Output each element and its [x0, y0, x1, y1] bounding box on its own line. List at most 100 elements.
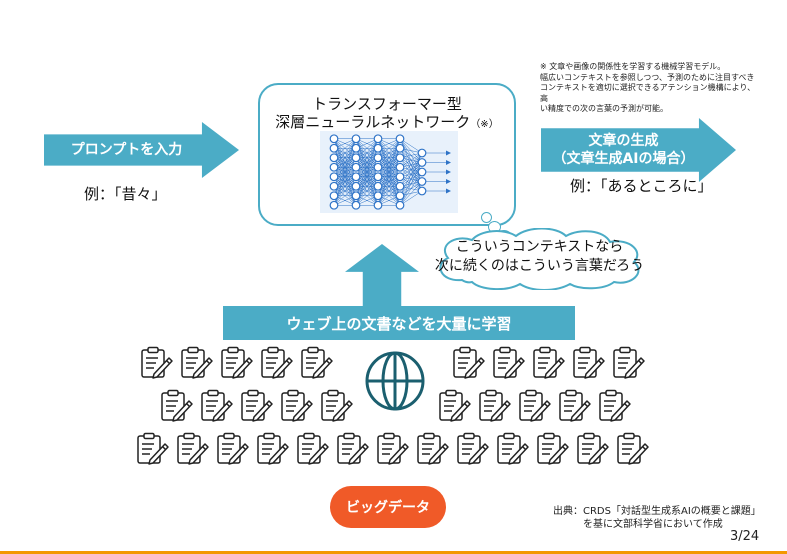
nn-node — [329, 134, 339, 144]
clipboard-pencil-icon — [518, 389, 552, 422]
nn-node — [395, 153, 405, 163]
nn-node — [351, 200, 361, 210]
slide-top-border — [0, 0, 787, 3]
clipboard-pencil-icon — [176, 432, 210, 465]
clipboard-pencil-icon — [320, 389, 354, 422]
clipboard-pencil-icon — [558, 389, 592, 422]
nn-node — [395, 181, 405, 191]
clipboard-pencil-icon — [200, 389, 234, 422]
nn-node — [329, 181, 339, 191]
source-line1: 出典：CRDS「対話型生成系AIの概要と課題」 — [553, 506, 761, 517]
footnote-line4: い精度での次の言葉の予測が可能。 — [540, 104, 668, 113]
document-row-1-left — [140, 346, 340, 379]
clipboard-pencil-icon — [492, 346, 526, 379]
document-row-3 — [136, 432, 656, 465]
clipboard-pencil-icon — [140, 346, 174, 379]
clipboard-pencil-icon — [336, 432, 370, 465]
nn-node — [417, 186, 427, 196]
nn-title-line2: 深層ニューラルネットワーク（※） — [260, 111, 514, 132]
clipboard-pencil-icon — [300, 346, 334, 379]
document-row-2-left — [160, 389, 360, 422]
nn-node — [329, 143, 339, 153]
big-data-label: ビッグデータ — [346, 500, 430, 516]
clipboard-pencil-icon — [240, 389, 274, 422]
clipboard-pencil-icon — [180, 346, 214, 379]
nn-node — [351, 143, 361, 153]
clipboard-pencil-icon — [416, 432, 450, 465]
neural-network-icon — [320, 131, 458, 213]
document-row-2-right — [438, 389, 638, 422]
thought-cloud — [439, 228, 640, 290]
document-row-1-right — [452, 346, 652, 379]
nn-node — [329, 172, 339, 182]
clipboard-pencil-icon — [572, 346, 606, 379]
text-generation-sublabel: （文章生成AIの場合） — [552, 151, 695, 167]
prompt-input-arrow: プロンプトを入力 — [44, 122, 239, 178]
nn-node — [329, 153, 339, 163]
clipboard-pencil-icon — [532, 346, 566, 379]
clipboard-pencil-icon — [216, 432, 250, 465]
nn-node — [351, 172, 361, 182]
big-data-badge: ビッグデータ — [330, 486, 446, 528]
clipboard-pencil-icon — [576, 432, 610, 465]
nn-node — [395, 134, 405, 144]
thought-line1: こういうコンテキストなら — [455, 239, 624, 255]
footnote-line3: コンテキストを適切に選択できるアテンション機構により、高 — [540, 83, 756, 103]
clipboard-pencil-icon — [536, 432, 570, 465]
footnote-line2: 幅広いコンテキストを参照しつつ、予測のために注目すべき — [540, 72, 755, 82]
thought-line2: 次に続くのはこういう言葉だろう — [434, 258, 645, 274]
clipboard-pencil-icon — [478, 389, 512, 422]
nn-title-text: 深層ニューラルネットワーク — [275, 113, 471, 131]
nn-node — [373, 191, 383, 201]
nn-node — [351, 191, 361, 201]
text-generation-label: 文章の生成 — [588, 133, 659, 149]
nn-node — [373, 134, 383, 144]
nn-node — [329, 200, 339, 210]
clipboard-pencil-icon — [280, 389, 314, 422]
clipboard-pencil-icon — [256, 432, 290, 465]
nn-node — [373, 162, 383, 172]
prompt-input-label: プロンプトを入力 — [70, 142, 183, 158]
nn-node — [417, 177, 427, 186]
globe-icon — [365, 351, 425, 411]
nn-node — [395, 191, 405, 201]
clipboard-pencil-icon — [438, 389, 472, 422]
clipboard-pencil-icon — [612, 346, 646, 379]
nn-node — [417, 158, 427, 167]
nn-node — [395, 143, 405, 153]
nn-node — [351, 162, 361, 172]
nn-node — [351, 134, 361, 144]
up-arrow — [345, 244, 419, 306]
nn-node — [373, 181, 383, 191]
web-learning-label: ウェブ上の文書などを大量に学習 — [286, 314, 512, 333]
web-learning-bar: ウェブ上の文書などを大量に学習 — [223, 306, 575, 340]
clipboard-pencil-icon — [496, 432, 530, 465]
nn-node — [329, 162, 339, 172]
nn-note-mark: （※） — [470, 119, 499, 130]
nn-node — [395, 162, 405, 172]
clipboard-pencil-icon — [616, 432, 650, 465]
nn-node — [373, 143, 383, 153]
nn-node — [417, 167, 427, 177]
nn-title-line1: トランスフォーマー型 — [312, 95, 462, 113]
nn-node — [395, 172, 405, 182]
nn-node — [395, 200, 405, 210]
generation-example: 例：「あるところに」 — [570, 177, 713, 195]
clipboard-pencil-icon — [598, 389, 632, 422]
prompt-example: 例：「昔々」 — [84, 185, 167, 203]
clipboard-pencil-icon — [136, 432, 170, 465]
nn-node — [373, 153, 383, 163]
text-generation-arrow: 文章の生成 （文章生成AIの場合） — [541, 118, 736, 182]
neural-network-box: トランスフォーマー型 深層ニューラルネットワーク（※） — [258, 83, 516, 226]
nn-node — [329, 191, 339, 201]
nn-node — [373, 172, 383, 182]
thought-dot-small — [481, 212, 492, 223]
clipboard-pencil-icon — [296, 432, 330, 465]
clipboard-pencil-icon — [376, 432, 410, 465]
clipboard-pencil-icon — [160, 389, 194, 422]
clipboard-pencil-icon — [456, 432, 490, 465]
clipboard-pencil-icon — [452, 346, 486, 379]
nn-node — [351, 153, 361, 163]
nn-node — [373, 200, 383, 210]
